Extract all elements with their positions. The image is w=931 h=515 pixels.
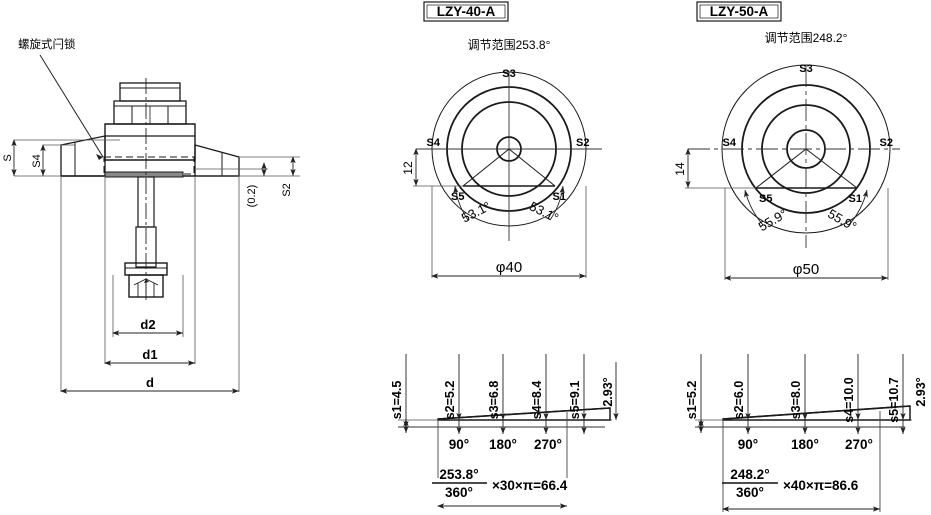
radial-line-left-1 xyxy=(755,148,807,189)
model-panel-lzy-40-a: LZY-40-A 调节范围253.8° S3 S2 S4 S5 S1 12 53… xyxy=(401,1,602,279)
marker-s2-0: S2 xyxy=(576,137,589,149)
dim-label-d: d xyxy=(146,375,154,390)
angle-arc-right-1 xyxy=(848,189,868,226)
angle-tick-1-1: 180° xyxy=(791,437,819,452)
model-title-1: LZY-50-A xyxy=(710,4,769,19)
radial-line-right-0 xyxy=(508,148,556,187)
callout-leader-arrow xyxy=(96,154,103,160)
dim-label-d1: d1 xyxy=(142,347,157,362)
marker-s4-0: S4 xyxy=(427,137,441,149)
marker-s1-1: S1 xyxy=(849,193,862,205)
left-elevation-drawing: S S4 (0.2) S2 d2 d1 d xyxy=(2,54,300,394)
step-label-1-2: s3=8.0 xyxy=(789,381,803,420)
dim-label-d2: d2 xyxy=(140,317,155,332)
formula-tail-1: ×40×π=86.6 xyxy=(783,478,859,493)
formula-denominator-1: 360° xyxy=(736,485,764,500)
marker-s5-0: S5 xyxy=(451,191,464,203)
step-label-1-3: s4=10.0 xyxy=(842,377,856,423)
dim-label-s: S xyxy=(2,154,14,161)
step-label-1-0: s1=5.2 xyxy=(685,381,699,420)
wedge-diagram-lzy-50-a: s1=5.2 s2=6.0 s3=8.0 s4=10.0 s5=10.7 2.9… xyxy=(685,354,928,512)
angle-arc-left-1 xyxy=(744,189,764,226)
radial-line-left-0 xyxy=(462,148,510,187)
marker-s3-0: S3 xyxy=(502,68,515,80)
model-title-box-inner-1 xyxy=(699,4,779,19)
dim-label-s2: S2 xyxy=(281,183,293,196)
angle-tick-0-2: 270° xyxy=(534,437,562,452)
step-label-0-3: s4=8.4 xyxy=(530,381,544,420)
angle-arc-right-0 xyxy=(549,185,565,221)
formula-numerator-0: 253.8° xyxy=(439,467,478,482)
formula-tail-0: ×30×π=66.4 xyxy=(492,478,568,493)
step-label-0-0: s1=4.5 xyxy=(390,381,404,420)
step-label-1-4: s5=10.7 xyxy=(887,377,901,423)
callout-label-screw-latch: 螺旋式闩锁 xyxy=(18,37,76,51)
model-panel-lzy-50-a: LZY-50-A 调节范围248.2° S3 S2 S4 S5 S1 14 55… xyxy=(673,1,900,281)
angle-tick-0-1: 180° xyxy=(489,437,517,452)
model-title-box-inner-0 xyxy=(426,4,506,19)
angle-label-right-1: 55.9° xyxy=(825,206,859,234)
model-title-box-1 xyxy=(696,1,782,22)
dim-label-diameter-0: φ40 xyxy=(496,259,522,276)
wedge-diagram-lzy-40-a: s1=4.5 s2=5.2 s3=6.8 s4=8.4 s5=9.1 2.93°… xyxy=(390,354,619,509)
dim-label-offset-0: 12 xyxy=(401,161,415,175)
radial-line-right-1 xyxy=(805,148,858,189)
step-label-1-1: s2=6.0 xyxy=(732,381,746,420)
marker-s2-1: S2 xyxy=(880,137,893,149)
angle-tick-1-0: 90° xyxy=(738,437,758,452)
dim-label-clearance: (0.2) xyxy=(246,185,258,208)
dim-label-offset-1: 14 xyxy=(673,162,687,176)
spring-chevron-arrow xyxy=(144,279,149,283)
angle-arc-left-0 xyxy=(453,185,469,221)
slope-angle-label-1: 2.93° xyxy=(914,377,928,406)
gasket-washer xyxy=(104,171,184,178)
cap-top-block xyxy=(119,82,181,102)
angle-tick-1-2: 270° xyxy=(845,437,873,452)
wedge-slope-line-0 xyxy=(437,407,611,420)
slope-angle-label-0: 2.93° xyxy=(601,377,615,406)
step-label-0-2: s3=6.8 xyxy=(487,381,501,420)
step-label-0-4: s5=9.1 xyxy=(568,381,582,420)
wedge-slope-line-1 xyxy=(722,405,911,420)
flange-right-wing xyxy=(194,144,240,177)
marker-s5-1: S5 xyxy=(759,193,772,205)
dim-label-diameter-1: φ50 xyxy=(793,261,819,278)
formula-denominator-0: 360° xyxy=(445,485,473,500)
callout-leader-line xyxy=(39,54,104,158)
marker-s3-1: S3 xyxy=(799,63,812,75)
body-block xyxy=(104,123,196,161)
dim-label-s4: S4 xyxy=(31,154,43,167)
step-label-0-1: s2=5.2 xyxy=(443,381,457,420)
model-title-box-0 xyxy=(423,1,509,22)
marker-s4-1: S4 xyxy=(723,137,737,149)
adjust-range-label-1: 调节范围248.2° xyxy=(765,31,848,45)
marker-s1-0: S1 xyxy=(553,191,566,203)
hidden-cavity-outline xyxy=(103,156,195,175)
model-title-0: LZY-40-A xyxy=(437,4,496,19)
adjust-range-label-0: 调节范围253.8° xyxy=(468,38,551,52)
angle-tick-0-0: 90° xyxy=(449,437,469,452)
formula-numerator-1: 248.2° xyxy=(730,467,769,482)
